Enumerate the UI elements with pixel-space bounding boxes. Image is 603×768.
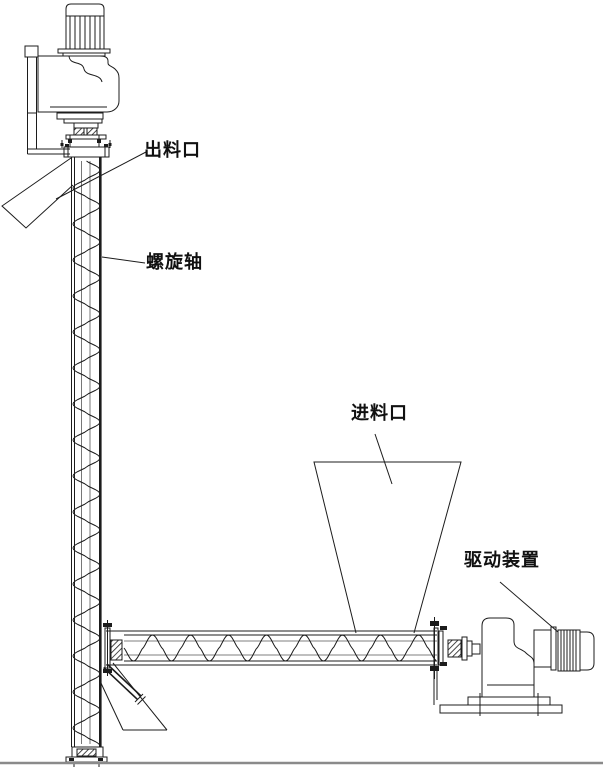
drive-unit (433, 617, 595, 716)
vertical-screw-flight (72, 160, 101, 747)
transfer-junction (99, 662, 168, 731)
horizontal-screw-flight (123, 634, 437, 662)
vertical-tube (71, 157, 102, 747)
label-screw-shaft: 螺旋轴 (146, 252, 203, 272)
horizontal-screw-conveyor (103, 617, 481, 679)
drive-motor (533, 626, 595, 672)
horizontal-tube (106, 630, 437, 666)
right-end-coupling (430, 617, 481, 679)
leader-outlet (55, 151, 147, 200)
leader-inlet (374, 433, 393, 485)
mounting-bracket (24, 45, 70, 155)
discharge-chute (1, 157, 74, 229)
left-end-bearing (103, 620, 123, 676)
top-coupling (56, 112, 112, 158)
feed-hopper (313, 461, 462, 634)
vertical-screw-conveyor (1, 3, 168, 767)
top-gearbox (37, 55, 120, 113)
drive-gearbox (481, 617, 535, 698)
leader-drive (499, 581, 559, 633)
top-motor (57, 3, 111, 57)
label-outlet: 出料口 (144, 140, 201, 160)
label-inlet: 进料口 (351, 403, 408, 423)
label-drive: 驱动装置 (464, 550, 540, 570)
leader-lines (55, 151, 559, 633)
leader-screw-shaft (101, 256, 146, 264)
drive-base (433, 668, 563, 716)
